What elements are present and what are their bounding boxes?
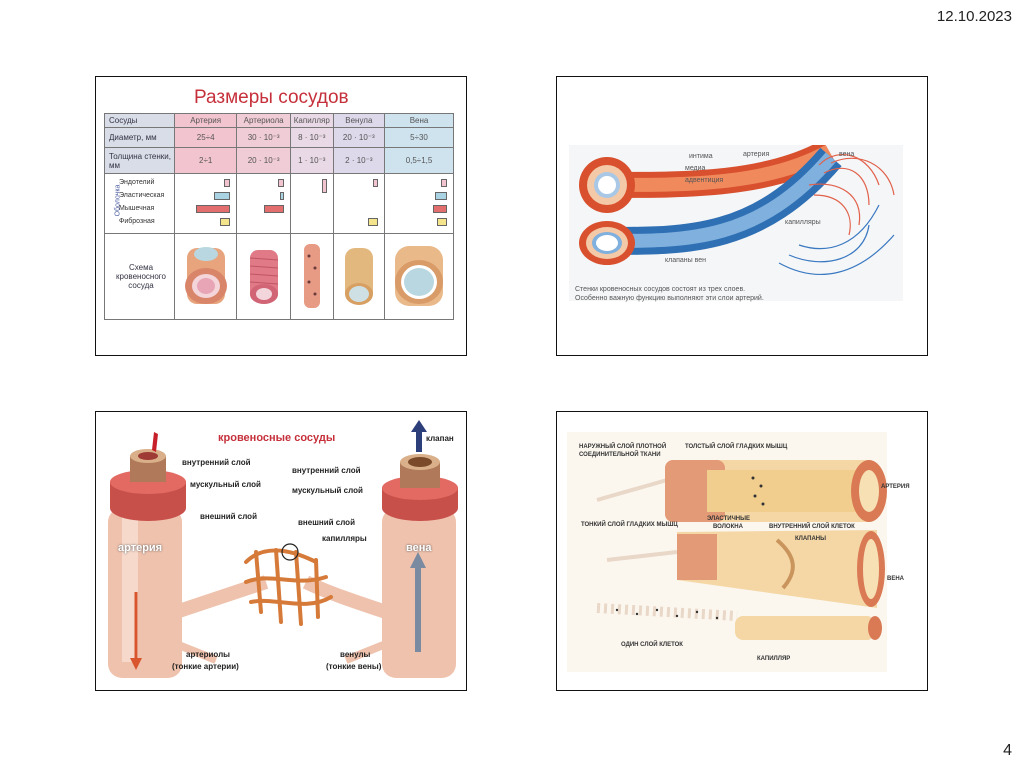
label-outer-layer-2: СОЕДИНИТЕЛЬНОЙ ТКАНИ bbox=[579, 452, 661, 458]
thickness-capillary: 1 · 10⁻³ bbox=[289, 147, 334, 174]
label-media: медиа bbox=[685, 165, 706, 172]
header-vein: Вена bbox=[384, 113, 454, 128]
slide-date: 12.10.2023 bbox=[936, 8, 1012, 25]
label-elastic-1: ЭЛАСТИЧНЫЕ bbox=[707, 516, 751, 522]
label-artery: артерия bbox=[743, 151, 770, 158]
layers-venule bbox=[332, 173, 386, 234]
label-arterioles: артериолы bbox=[186, 650, 231, 659]
slide1-title: Размеры сосудов bbox=[194, 87, 349, 108]
label-valves: клапаны вен bbox=[665, 257, 707, 264]
label-thick-muscle: ТОЛСТЫЙ СЛОЙ ГЛАДКИХ МЫШЦ bbox=[685, 444, 788, 450]
label-muscle-layer-vein: мускульный слой bbox=[292, 486, 363, 495]
label-valves: КЛАПАНЫ bbox=[795, 536, 826, 542]
layer-endothelium: Эндотелий bbox=[119, 178, 155, 186]
label-vein: вена bbox=[839, 151, 855, 158]
header-venule: Венула bbox=[332, 113, 386, 128]
thickness-arteriole: 20 · 10⁻³ bbox=[236, 147, 291, 174]
header-vessels: Сосуды bbox=[104, 113, 175, 128]
vessel-size-table: Сосуды Артерия Артериола Капилляр Венула… bbox=[104, 113, 454, 320]
layers-vein bbox=[384, 173, 454, 234]
vessel-structure-illustration bbox=[567, 432, 887, 672]
table-row-diameter: Диаметр, мм 25÷4 30 · 10⁻³ 8 · 10⁻³ 20 ·… bbox=[104, 127, 454, 148]
layer-elastic: Эластическая bbox=[119, 191, 165, 199]
header-arteriole: Артериола bbox=[236, 113, 291, 128]
label-artery: АРТЕРИЯ bbox=[881, 484, 910, 490]
thickness-vein: 0,5÷1,5 bbox=[384, 147, 454, 174]
scheme-venule bbox=[332, 233, 386, 320]
slide-vessel-walls: интима медиа адвентиция артерия вена кап… bbox=[556, 76, 928, 356]
label-one-layer: ОДИН СЛОЙ КЛЕТОК bbox=[621, 642, 683, 648]
table-row-layers: Оболочка Эндотелий Эластическая Мышечная… bbox=[104, 173, 454, 234]
label-thin-muscle: ТОНКИЙ СЛОЙ ГЛАДКИХ МЫШЦ bbox=[581, 522, 678, 528]
scheme-label: Схема кровеносного сосуда bbox=[104, 233, 175, 320]
thickness-artery: 2÷1 bbox=[173, 147, 238, 174]
label-inner-layer-vein: внутренний слой bbox=[292, 466, 361, 475]
slide-blood-vessels: кровеносные сосуды внутренний слой муску… bbox=[95, 411, 467, 691]
label-inner-cells: ВНУТРЕННИЙ СЛОЙ КЛЕТОК bbox=[769, 524, 855, 530]
label-intima: интима bbox=[689, 153, 713, 160]
layer-fibrous: Фиброзная bbox=[119, 217, 155, 225]
slide3-title: кровеносные сосуды bbox=[218, 432, 336, 444]
label-capillary: КАПИЛЛЯР bbox=[757, 656, 791, 662]
scheme-vein bbox=[384, 233, 454, 320]
artery-tube-image bbox=[184, 246, 227, 304]
label-capillaries: капилляры bbox=[785, 219, 821, 226]
diameter-vein: 5÷30 bbox=[384, 127, 454, 148]
page-number: 4 bbox=[1003, 742, 1012, 759]
label-venules: венулы bbox=[340, 650, 371, 659]
label-vein: вена bbox=[406, 542, 432, 554]
label-arterioles-sub: (тонкие артерии) bbox=[172, 662, 239, 671]
label-inner-layer-artery: внутренний слой bbox=[182, 458, 251, 467]
vessel-walls-caption: Стенки кровеносных сосудов состоят из тр… bbox=[575, 285, 764, 303]
label-outer-layer-vein: внешний слой bbox=[298, 518, 355, 527]
diameter-arteriole: 30 · 10⁻³ bbox=[236, 127, 291, 148]
label-valve: клапан bbox=[426, 434, 454, 443]
layers-artery bbox=[173, 173, 238, 234]
thickness-venule: 2 · 10⁻³ bbox=[332, 147, 386, 174]
table-row-thickness: Толщина стенки, мм 2÷1 20 · 10⁻³ 1 · 10⁻… bbox=[104, 147, 454, 174]
diameter-venule: 20 · 10⁻³ bbox=[332, 127, 386, 148]
label-capillaries: капилляры bbox=[322, 534, 367, 543]
label-venules-sub: (тонкие вены) bbox=[326, 662, 382, 671]
venule-tube-image bbox=[344, 247, 373, 305]
label-vein: ВЕНА bbox=[887, 576, 905, 582]
label-muscle-layer-artery: мускульный слой bbox=[190, 480, 261, 489]
label-elastic-2: ВОЛОКНА bbox=[713, 524, 743, 530]
slide-vessel-sizes: Размеры сосудов Сосуды Артерия Артериола… bbox=[95, 76, 467, 356]
slide-vessel-structure: НАРУЖНЫЙ СЛОЙ ПЛОТНОЙ СОЕДИНИТЕЛЬНОЙ ТКА… bbox=[556, 411, 928, 691]
layers-label-cell: Оболочка Эндотелий Эластическая Мышечная… bbox=[104, 173, 175, 234]
caption-line-2: Особенно важную функцию выполняют эти сл… bbox=[575, 295, 764, 302]
scheme-artery bbox=[173, 233, 238, 320]
layers-arteriole bbox=[236, 173, 291, 234]
label-adventitia: адвентиция bbox=[685, 177, 724, 184]
vessel-walls-illustration bbox=[569, 139, 903, 301]
table-header-row: Сосуды Артерия Артериола Капилляр Венула… bbox=[104, 113, 454, 128]
thickness-label: Толщина стенки, мм bbox=[104, 147, 175, 174]
scheme-capillary bbox=[289, 233, 334, 320]
arteriole-tube-image bbox=[249, 249, 278, 304]
label-artery: артерия bbox=[118, 542, 163, 554]
diameter-artery: 25÷4 bbox=[173, 127, 238, 148]
blood-vessels-illustration bbox=[108, 420, 458, 678]
layer-muscle: Мышечная bbox=[119, 204, 155, 212]
label-outer-layer-1: НАРУЖНЫЙ СЛОЙ ПЛОТНОЙ bbox=[579, 444, 667, 450]
caption-line-1: Стенки кровеносных сосудов состоят из тр… bbox=[575, 286, 746, 293]
layers-capillary bbox=[289, 173, 334, 234]
header-capillary: Капилляр bbox=[289, 113, 334, 128]
diameter-capillary: 8 · 10⁻³ bbox=[289, 127, 334, 148]
header-artery: Артерия bbox=[173, 113, 238, 128]
label-outer-layer-artery: внешний слой bbox=[200, 512, 257, 521]
scheme-arteriole bbox=[236, 233, 291, 320]
vein-tube-image bbox=[395, 245, 444, 306]
table-row-scheme: Схема кровеносного сосуда bbox=[104, 233, 454, 320]
capillary-tube-image bbox=[303, 243, 320, 308]
diameter-label: Диаметр, мм bbox=[104, 127, 175, 148]
